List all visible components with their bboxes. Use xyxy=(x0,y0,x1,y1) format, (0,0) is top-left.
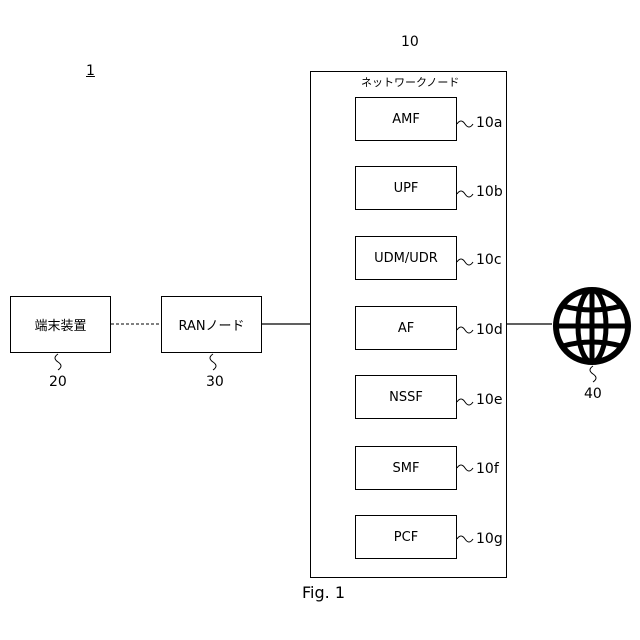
function-ref-10e: 10e xyxy=(476,393,502,407)
figure-caption: Fig. 1 xyxy=(302,585,345,601)
function-box-udm-udr: UDM/UDR xyxy=(355,236,457,280)
function-box-amf: AMF xyxy=(355,97,457,141)
function-ref-10d: 10d xyxy=(476,323,503,337)
system-label: 1 xyxy=(86,64,95,78)
ref-leader-40 xyxy=(590,366,596,382)
function-ref-10a: 10a xyxy=(476,116,502,130)
terminal-device-ref: 20 xyxy=(49,375,67,389)
function-ref-10c: 10c xyxy=(476,253,502,267)
function-box-nssf: NSSF xyxy=(355,375,457,419)
ref-leader-20 xyxy=(55,354,61,370)
internet-ref: 40 xyxy=(584,387,602,401)
function-ref-10f: 10f xyxy=(476,462,499,476)
function-box-af: AF xyxy=(355,306,457,350)
function-ref-10b: 10b xyxy=(476,185,503,199)
network-node-title: ネットワークノード xyxy=(361,74,459,90)
function-box-upf: UPF xyxy=(355,166,457,210)
globe-icon xyxy=(556,290,628,362)
function-ref-10g: 10g xyxy=(476,532,503,546)
function-box-pcf: PCF xyxy=(355,515,457,559)
function-box-smf: SMF xyxy=(355,446,457,490)
ran-node-box: RANノード xyxy=(161,296,262,353)
terminal-device-box: 端末装置 xyxy=(10,296,111,353)
network-node-ref: 10 xyxy=(401,35,419,49)
ref-leader-30 xyxy=(210,354,216,370)
ran-node-ref: 30 xyxy=(206,375,224,389)
